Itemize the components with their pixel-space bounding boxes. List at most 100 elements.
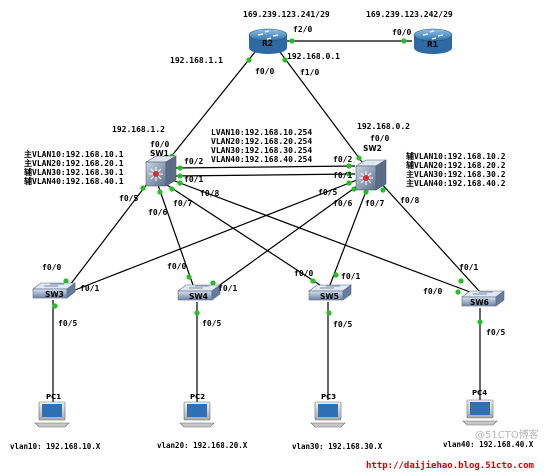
pc-icon — [34, 401, 70, 428]
port-label: f0/2 — [333, 155, 352, 164]
port-dot — [380, 187, 386, 193]
port-label: f0/0 — [150, 140, 169, 149]
r2-lan-ip-right: 192.168.0.1 — [287, 52, 340, 61]
port-label: f0/0 — [423, 287, 442, 296]
pc-label: PC2 — [190, 393, 205, 401]
router-r1[interactable]: R1 — [413, 28, 453, 54]
sw2-vlan-item: 主VLAN40:192.168.40.2 — [406, 178, 506, 188]
port-dot — [186, 274, 192, 280]
switch-icon — [308, 284, 352, 301]
port-dot — [246, 57, 252, 63]
sw1-vlan-list: 主VLAN10:192.168.10.1 主VLAN20:192.168.20.… — [24, 149, 124, 186]
switch-label: SW5 — [320, 292, 339, 301]
port-dot — [210, 280, 216, 286]
port-label: f0/0 — [167, 262, 186, 271]
port-dot — [401, 38, 407, 44]
port-dot — [346, 180, 352, 186]
link-r2-sw1 — [161, 51, 256, 169]
port-dot — [346, 171, 352, 177]
sw1-vlan-item: 辅VLAN40:192.168.40.1 — [24, 176, 124, 186]
port-label: f0/5 — [486, 328, 505, 337]
port-dot — [458, 278, 464, 284]
port-label: f0/8 — [400, 196, 419, 205]
sw2-vlan-item: 辅VLAN10:192.168.10.2 — [406, 151, 506, 161]
link-sw1-sw5 — [166, 184, 321, 286]
link-sw1-sw2-a — [173, 165, 356, 169]
virtual-gateway-list: LVAN10:192.168.10.254 VLAN20:192.168.20.… — [211, 128, 312, 164]
port-label: f0/1 — [184, 175, 203, 184]
port-label: f0/6 — [333, 199, 352, 208]
port-labels: f2/0 f0/0 f0/0 f1/0 f0/0 f0/0 f0/2 f0/1 … — [42, 25, 505, 337]
port-label: f0/5 — [119, 194, 138, 203]
port-dot — [346, 163, 352, 169]
watermark: @51CTO博客 — [475, 428, 539, 441]
pc-icon — [462, 399, 498, 426]
link-sw2-sw4 — [212, 183, 361, 291]
sw2-uplink-ip: 192.168.0.2 — [357, 122, 410, 131]
switch-sw1[interactable]: SW1 — [144, 149, 178, 187]
router-r2[interactable]: R2 — [248, 28, 288, 54]
link-sw2-sw3 — [74, 179, 358, 291]
sw1-vlan-item: 辅VLAN30:192.168.30.1 — [24, 167, 124, 177]
router-label: R2 — [262, 39, 273, 48]
port-dot — [177, 180, 183, 186]
switch-icon — [32, 282, 76, 299]
pc-label: PC4 — [472, 389, 487, 397]
sw2-vlan-item: 辅VLAN20:192.168.20.2 — [406, 160, 506, 170]
link-sw1-sw3 — [69, 179, 151, 286]
port-dot — [356, 155, 362, 161]
port-dot — [194, 310, 200, 316]
r2-wan-ip: 169.239.123.241/29 — [243, 10, 330, 19]
link-sw1-sw4 — [157, 184, 194, 286]
link-sw2-sw5 — [329, 185, 369, 286]
pc-2[interactable]: PC2 vlan20: 192.168.20.X — [157, 393, 248, 450]
virtual-ip-item: VLAN30:192.168.30.254 — [211, 146, 312, 155]
port-label: f0/0 — [392, 28, 411, 37]
pc-4[interactable]: PC4 vlan40: 192.168.40.X — [443, 389, 534, 449]
switch-sw3[interactable]: SW3 — [32, 282, 76, 299]
r2-lan-ip-left: 192.168.1.1 — [170, 56, 223, 65]
port-dot — [169, 186, 175, 192]
switch-label: SW6 — [470, 298, 489, 307]
switch-label: SW4 — [189, 292, 208, 301]
virtual-ip-item: VLAN40:192.168.40.254 — [211, 155, 312, 164]
sw2-vlan-list: 辅VLAN10:192.168.10.2 辅VLAN20:192.168.20.… — [406, 151, 506, 188]
pc-3[interactable]: PC3 vlan30: 192.168.30.X — [292, 393, 383, 451]
port-dot — [455, 289, 461, 295]
pc-subnet: vlan30: 192.168.30.X — [292, 442, 383, 451]
port-label: f0/5 — [202, 319, 221, 328]
pc-label: PC1 — [46, 393, 61, 401]
pc-icon — [310, 401, 346, 428]
sw1-vlan-item: 主VLAN20:192.168.20.1 — [24, 158, 124, 168]
link-sw1-sw6 — [171, 179, 471, 293]
pc-icon — [179, 401, 215, 428]
port-label: f0/7 — [173, 199, 192, 208]
sw1-uplink-ip: 192.168.1.2 — [112, 125, 165, 134]
port-dot — [63, 278, 69, 284]
port-label: f0/0 — [294, 269, 313, 278]
port-label: f0/1 — [333, 171, 352, 180]
switch-sw4[interactable]: SW4 — [177, 284, 221, 301]
footer-url[interactable]: http://daijiehao.blog.51cto.com — [366, 460, 535, 471]
port-dot — [140, 185, 146, 191]
port-dot — [52, 303, 58, 309]
switch-icon — [177, 284, 221, 301]
switch-sw5[interactable]: SW5 — [308, 284, 352, 301]
switch-sw6[interactable]: SW6 — [461, 290, 505, 307]
port-label: f0/1 — [341, 272, 360, 281]
port-dot — [333, 272, 339, 278]
multilayer-switch-icon — [354, 159, 388, 191]
port-label: f1/0 — [300, 68, 319, 77]
multilayer-switch-icon — [144, 155, 178, 187]
pc-1[interactable]: PC1 vlan10: 192.168.10.X — [10, 393, 101, 451]
port-label: f0/0 — [370, 134, 389, 143]
ip-labels: 169.239.123.241/29 169.239.123.242/29 19… — [112, 10, 453, 134]
pc-label: PC3 — [321, 393, 336, 401]
port-label: f0/5 — [318, 188, 337, 197]
switch-sw2[interactable]: SW2 — [354, 144, 388, 191]
port-dot — [289, 38, 295, 44]
port-dot — [363, 189, 369, 195]
router-label: R1 — [427, 40, 438, 49]
pc-subnet: vlan10: 192.168.10.X — [10, 442, 101, 451]
